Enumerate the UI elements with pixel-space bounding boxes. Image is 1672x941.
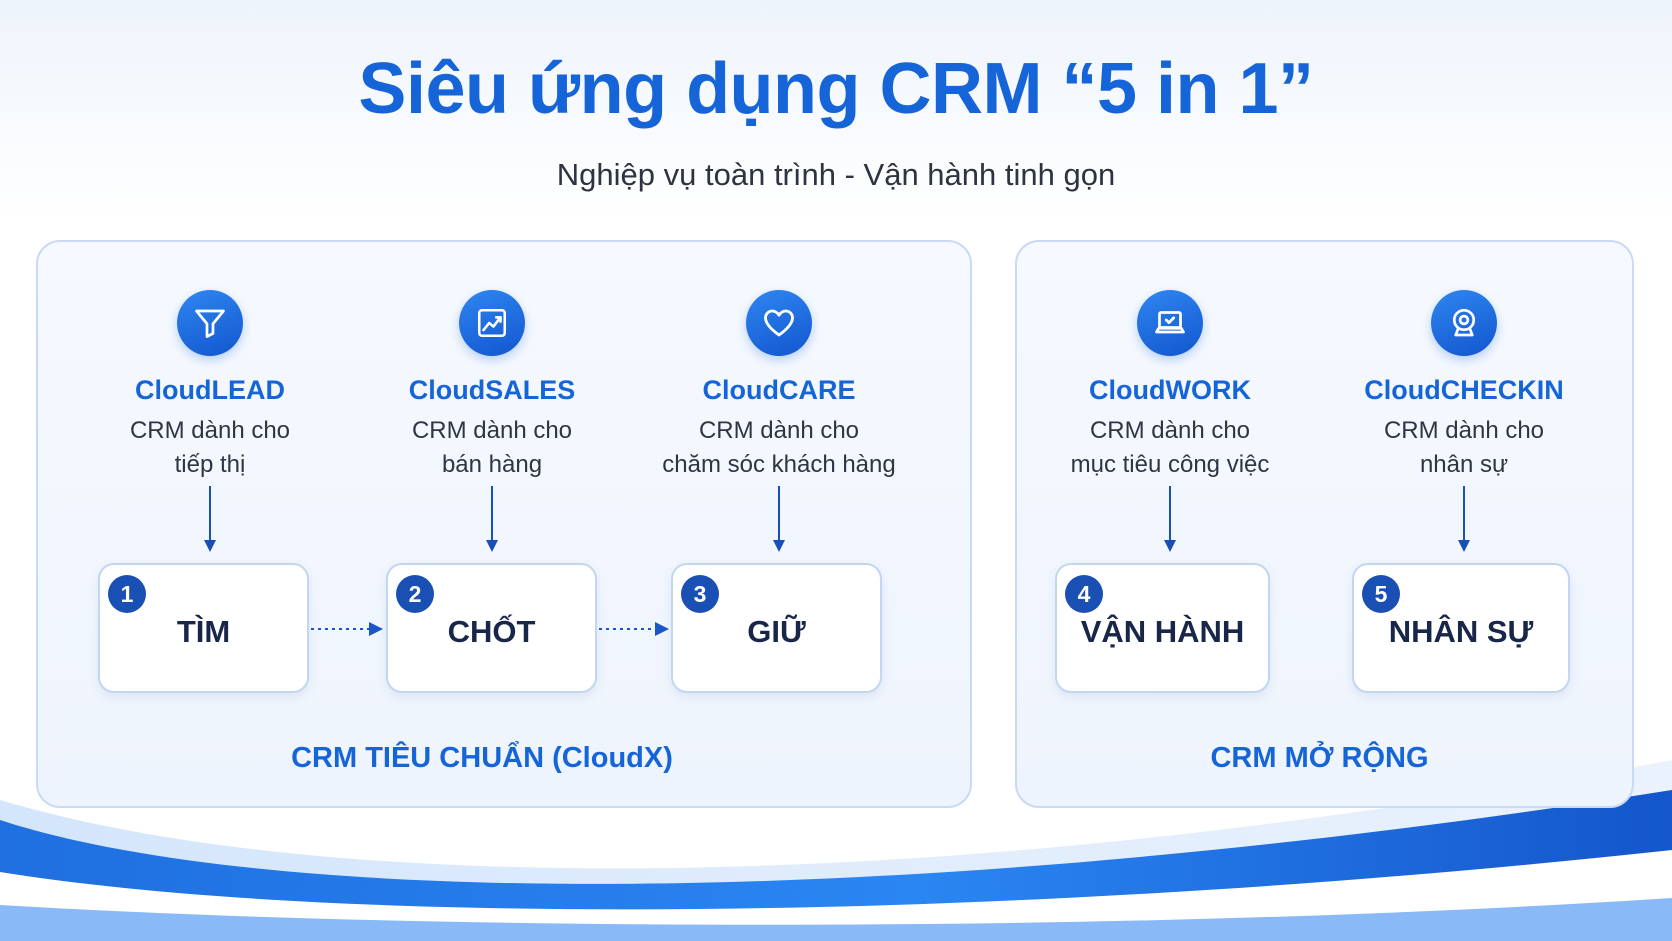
stage-box-nhan-su: 5 NHÂN SỰ xyxy=(1352,563,1570,693)
stage-box-chot: 2 CHỐT xyxy=(386,563,597,693)
stage-number-badge: 2 xyxy=(396,575,434,613)
module-desc-line: nhân sự xyxy=(1419,451,1509,478)
module-desc-line: tiếp thị xyxy=(174,451,246,478)
module-desc-line: bán hàng xyxy=(441,451,543,478)
flow-arrow-icon xyxy=(599,622,669,636)
stage-label: GIỮ xyxy=(747,614,806,649)
stage-label: CHỐT xyxy=(447,614,536,649)
module-description: CRM dành cho nhân sự xyxy=(1304,414,1624,482)
module-desc-line: CRM dành cho xyxy=(129,417,291,444)
stage-box-giu: 3 GIỮ xyxy=(671,563,882,693)
module-desc-line: CRM dành cho xyxy=(1383,417,1545,444)
chart-icon xyxy=(459,290,525,356)
down-arrow-icon xyxy=(486,486,498,552)
panel-extended-crm xyxy=(1015,240,1634,808)
stage-box-van-hanh: 4 VẬN HÀNH xyxy=(1055,563,1270,693)
module-desc-line: CRM dành cho xyxy=(411,417,573,444)
module-description: CRM dành cho bán hàng xyxy=(332,414,652,482)
funnel-icon xyxy=(177,290,243,356)
stage-number-badge: 5 xyxy=(1362,575,1400,613)
module-name: CloudWORK xyxy=(1089,375,1251,405)
stage-number-badge: 3 xyxy=(681,575,719,613)
module-desc-line: mục tiêu công việc xyxy=(1070,451,1270,478)
down-arrow-icon xyxy=(773,486,785,552)
stage-number-badge: 1 xyxy=(108,575,146,613)
stage-label: VẬN HÀNH xyxy=(1080,614,1245,649)
module-name: CloudSALES xyxy=(408,375,576,405)
page-title: Siêu ứng dụng CRM “5 in 1” xyxy=(358,49,1314,129)
heart-icon xyxy=(746,290,812,356)
laptop-icon xyxy=(1137,290,1203,356)
stage-box-tim: 1 TÌM xyxy=(98,563,309,693)
module-description: CRM dành cho mục tiêu công việc xyxy=(1010,414,1330,482)
down-arrow-icon xyxy=(1458,486,1470,552)
flow-arrow-icon xyxy=(311,622,383,636)
panel-label-extended: CRM MỞ RỘNG xyxy=(1210,742,1429,774)
module-description: CRM dành cho chăm sóc khách hàng xyxy=(619,414,939,482)
webcam-icon xyxy=(1431,290,1497,356)
module-name: CloudLEAD xyxy=(135,375,285,405)
module-description: CRM dành cho tiếp thị xyxy=(50,414,370,482)
module-desc-line: CRM dành cho xyxy=(698,417,860,444)
stage-label: TÌM xyxy=(176,614,231,649)
down-arrow-icon xyxy=(204,486,216,552)
page-subtitle: Nghiệp vụ toàn trình - Vận hành tinh gọn xyxy=(556,157,1116,192)
module-name: CloudCARE xyxy=(702,375,856,405)
down-arrow-icon xyxy=(1164,486,1176,552)
module-name: CloudCHECKIN xyxy=(1364,375,1564,405)
module-desc-line: CRM dành cho xyxy=(1089,417,1251,444)
stage-label: NHÂN SỰ xyxy=(1388,614,1534,649)
module-desc-line: chăm sóc khách hàng xyxy=(662,451,896,478)
panel-label-standard: CRM TIÊU CHUẨN (CloudX) xyxy=(291,742,673,774)
stage-number-badge: 4 xyxy=(1065,575,1103,613)
